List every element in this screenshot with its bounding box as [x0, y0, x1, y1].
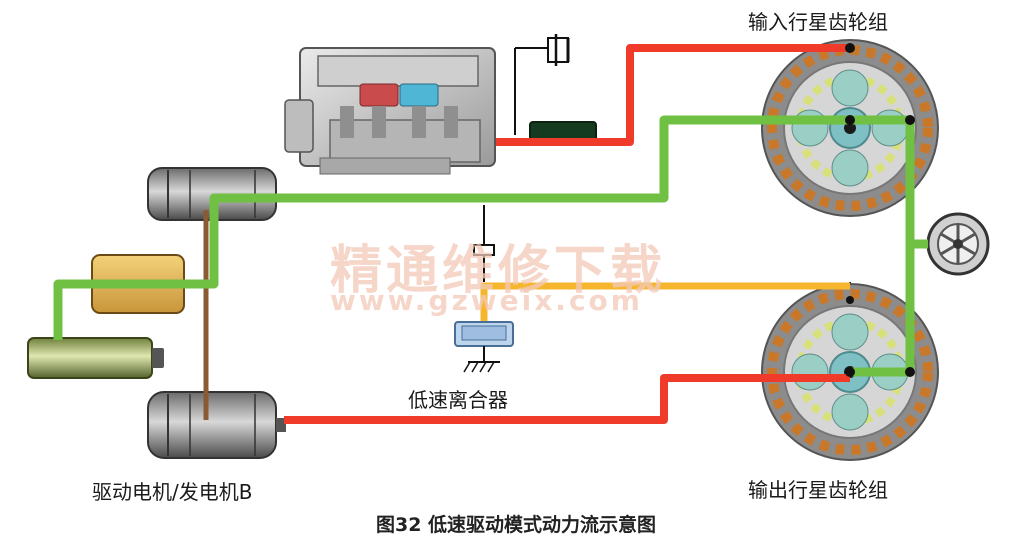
one-way-clutch	[547, 34, 570, 66]
low-speed-clutch-symbol	[454, 321, 514, 373]
motor-b-flow-line	[284, 374, 850, 424]
clutch-flow-line	[480, 282, 850, 326]
drive-wheel	[926, 212, 990, 276]
watermark-text: 精通维修下载	[330, 240, 667, 301]
battery-pack	[27, 337, 164, 379]
engine-flow-line	[496, 44, 850, 146]
watermark-url: www.gzweix.com	[330, 284, 643, 317]
motor-generator-b-label: 驱动电机/发电机B	[92, 480, 253, 504]
electric-flow-a	[53, 115, 910, 340]
engine	[284, 47, 496, 175]
figure-caption: 图32 低速驱动模式动力流示意图	[376, 514, 657, 536]
output-planetary-label: 输出行星齿轮组	[748, 478, 888, 502]
input-planetary-label: 输入行星齿轮组	[748, 10, 888, 34]
input-planetary-gearset	[761, 39, 939, 217]
low-speed-clutch-label: 低速离合器	[408, 388, 508, 412]
motor-generator-b	[147, 391, 286, 459]
